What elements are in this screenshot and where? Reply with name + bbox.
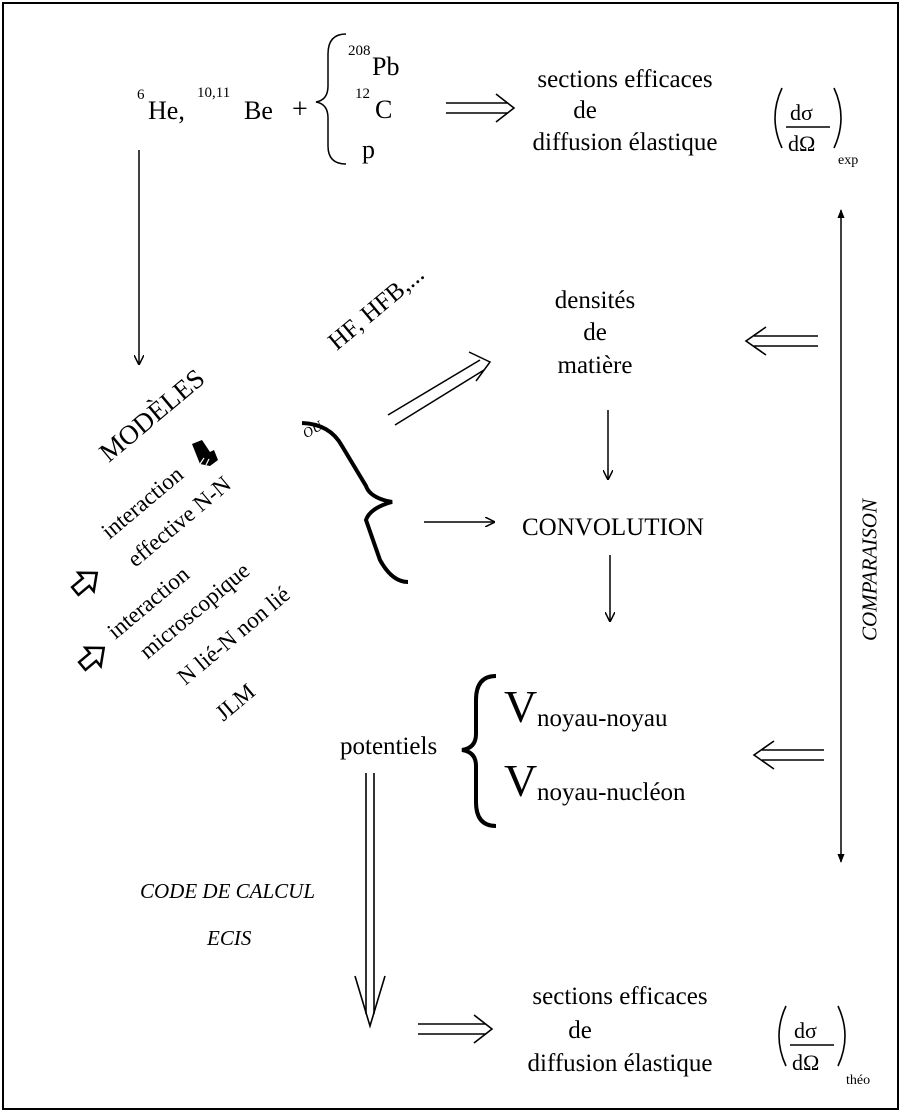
pointing-hand-icon <box>192 440 218 466</box>
implies-arrow-to-potentials <box>752 740 824 770</box>
top-fraction-numerator: dσ <box>790 100 813 125</box>
hf-to-densities-arrow <box>387 351 492 426</box>
potentials-to-code-arrow <box>354 773 386 1029</box>
potentials-label: potentiels <box>340 733 438 760</box>
models-brace <box>301 421 409 584</box>
top-fraction-denominator: dΩ <box>788 131 816 156</box>
potentials-brace <box>461 674 497 828</box>
top-fraction-subscript: exp <box>838 153 859 168</box>
mass-number-be: 10,11 <box>197 85 231 101</box>
bottom-result-line2: de <box>568 1017 592 1044</box>
top-result-line2: de <box>573 97 597 124</box>
mass-number-pb: 208 <box>348 43 371 59</box>
mass-number-c: 12 <box>355 86 370 102</box>
top-result-line1: sections efficaces <box>537 66 713 93</box>
plus-sign: + <box>292 94 308 125</box>
bottom-fraction-denominator: dΩ <box>792 1050 820 1075</box>
target-pb: Pb <box>372 52 400 81</box>
code-line1: CODE DE CALCUL <box>140 879 316 903</box>
v-symbol-1: V <box>504 681 538 732</box>
v-subscript-2: noyau-nucléon <box>537 779 686 806</box>
implies-arrow-bottom <box>418 1014 494 1044</box>
top-result-line3: diffusion élastique <box>532 129 718 156</box>
top-fraction <box>774 87 842 149</box>
code-line2: ECIS <box>207 926 252 950</box>
bottom-result-line1: sections efficaces <box>532 983 708 1010</box>
outline-arrow-icon <box>70 571 99 597</box>
bottom-fraction <box>778 1005 846 1067</box>
mass-number-he: 6 <box>137 87 145 103</box>
densities-line2: de <box>583 319 607 346</box>
implies-arrow-to-densities <box>744 326 818 356</box>
v-subscript-1: noyau-noyau <box>537 705 668 732</box>
bottom-fraction-numerator: dσ <box>794 1018 817 1043</box>
target-brace <box>315 33 347 165</box>
target-c: C <box>375 95 393 124</box>
densities-line1: densités <box>554 287 636 314</box>
target-p: p <box>362 135 375 164</box>
nucleus-be: Be <box>244 96 273 125</box>
convolution-label: CONVOLUTION <box>522 514 704 541</box>
bottom-fraction-subscript: théo <box>846 1073 871 1088</box>
v-symbol-2: V <box>504 755 538 806</box>
outline-arrow-icon <box>77 646 106 672</box>
densities-line3: matière <box>557 352 633 379</box>
nucleus-he: He, <box>148 96 185 125</box>
implies-arrow-top <box>446 93 516 123</box>
bottom-result-line3: diffusion élastique <box>527 1050 713 1077</box>
